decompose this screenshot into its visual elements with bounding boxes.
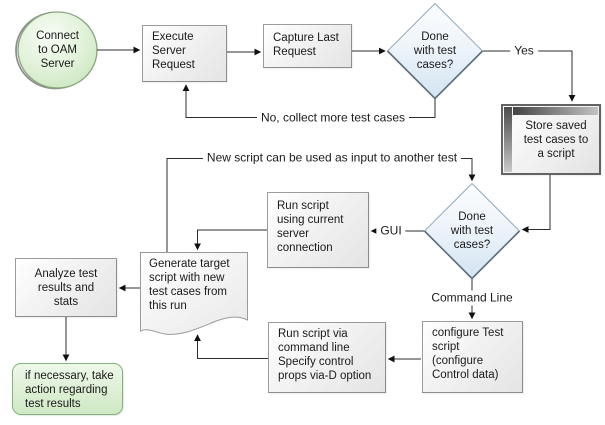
document-shape bbox=[140, 252, 248, 335]
node-configure-test-script-label: configure Test script (configure Control… bbox=[432, 327, 504, 381]
node-connect-oam-label: Connect to OAM Server bbox=[36, 30, 79, 70]
stored-data-top-strip bbox=[513, 107, 598, 115]
edge-label-new-script-note: New script can be used as input to anoth… bbox=[202, 150, 462, 166]
node-decision-done-1-label: Done with test cases? bbox=[413, 31, 457, 71]
node-execute-server-request-label: Execute Server Request bbox=[152, 31, 195, 71]
edge-label-gui: GUI bbox=[376, 223, 406, 239]
node-analyze-results-label: Analyze test results and stats bbox=[34, 267, 98, 308]
node-run-script-cmd-label: Run script via command line Specify cont… bbox=[278, 328, 372, 382]
node-store-saved-test-cases: Store saved test cases to a script bbox=[501, 104, 601, 175]
node-execute-server-request: Execute Server Request bbox=[142, 25, 227, 82]
node-decision-done-2-label: Done with test cases? bbox=[450, 211, 494, 251]
node-connect-oam: Connect to OAM Server bbox=[17, 11, 98, 89]
edge-label-yes: Yes bbox=[510, 43, 538, 59]
node-capture-last-request-label: Capture Last Request bbox=[273, 32, 339, 58]
node-generate-script: Generate target script with new test cas… bbox=[149, 257, 245, 319]
node-take-action-label: if necessary, take action regarding test… bbox=[25, 370, 114, 410]
stored-data-left-strip bbox=[504, 107, 512, 172]
node-run-script-gui-label: Run script using current server connecti… bbox=[277, 200, 344, 254]
edge-label-command-line: Command Line bbox=[427, 290, 517, 306]
node-configure-test-script: configure Test script (configure Control… bbox=[422, 321, 523, 393]
node-analyze-results: Analyze test results and stats bbox=[15, 258, 117, 317]
node-decision-done-2: Done with test cases? bbox=[427, 208, 517, 254]
node-run-script-cmd: Run script via command line Specify cont… bbox=[268, 322, 386, 393]
node-generate-script-label: Generate target script with new test cas… bbox=[149, 258, 230, 312]
node-take-action: if necessary, take action regarding test… bbox=[12, 363, 123, 415]
node-decision-done-1: Done with test cases? bbox=[390, 28, 480, 74]
node-store-saved-test-cases-label: Store saved test cases to a script bbox=[523, 120, 589, 160]
node-capture-last-request: Capture Last Request bbox=[263, 24, 352, 68]
node-run-script-gui: Run script using current server connecti… bbox=[267, 192, 369, 268]
edge-label-no-collect: No, collect more test cases bbox=[256, 110, 410, 126]
